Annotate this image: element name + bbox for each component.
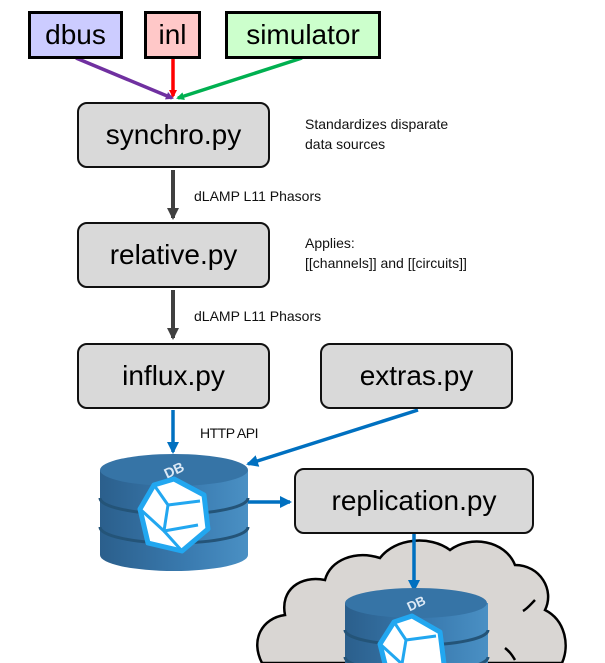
source-simulator-label: simulator	[246, 19, 360, 50]
process-extras: extras.py	[320, 343, 513, 409]
edge-label-influx-db: HTTP API	[200, 425, 258, 441]
process-influx-label: influx.py	[122, 360, 225, 391]
relative-note-line2: [[channels]] and [[circuits]]	[305, 255, 467, 271]
influxdb-cube-icon	[137, 476, 211, 554]
influxdb-cube-icon	[377, 613, 447, 663]
process-relative-label: relative.py	[109, 239, 238, 270]
process-relative: relative.py	[77, 222, 270, 288]
edge-simulator-synchro	[176, 56, 303, 100]
primary-database-icon: DB	[98, 454, 250, 571]
process-influx: influx.py	[77, 343, 270, 409]
synchro-note-line1: Standardizes disparate	[305, 116, 449, 132]
cloud-fold	[504, 647, 517, 661]
cloud-fold	[522, 599, 536, 613]
source-dbus-label: dbus	[45, 19, 106, 50]
edge-dbus-synchro	[75, 56, 174, 100]
process-replication-label: replication.py	[331, 485, 497, 516]
db-label: DB	[161, 458, 186, 481]
db-label: DB	[405, 593, 428, 615]
edge-label-synchro-relative: dLAMP L11 Phasors	[194, 188, 322, 204]
relative-note-line1: Applies:	[305, 235, 355, 251]
process-synchro: synchro.py	[77, 102, 270, 168]
source-simulator: simulator	[225, 11, 381, 59]
source-inl: inl	[144, 11, 201, 59]
relative-note: Applies: [[channels]] and [[circuits]]	[305, 233, 467, 273]
synchro-note: Standardizes disparate data sources	[305, 114, 448, 154]
replica-database-icon: DB	[343, 588, 490, 663]
process-replication: replication.py	[294, 468, 534, 534]
edge-label-relative-influx: dLAMP L11 Phasors	[194, 308, 322, 324]
source-dbus: dbus	[28, 11, 123, 59]
process-synchro-label: synchro.py	[105, 119, 242, 150]
source-inl-label: inl	[158, 19, 187, 50]
process-extras-label: extras.py	[359, 360, 474, 391]
synchro-note-line2: data sources	[305, 136, 386, 152]
edge-extras-db	[246, 408, 419, 467]
